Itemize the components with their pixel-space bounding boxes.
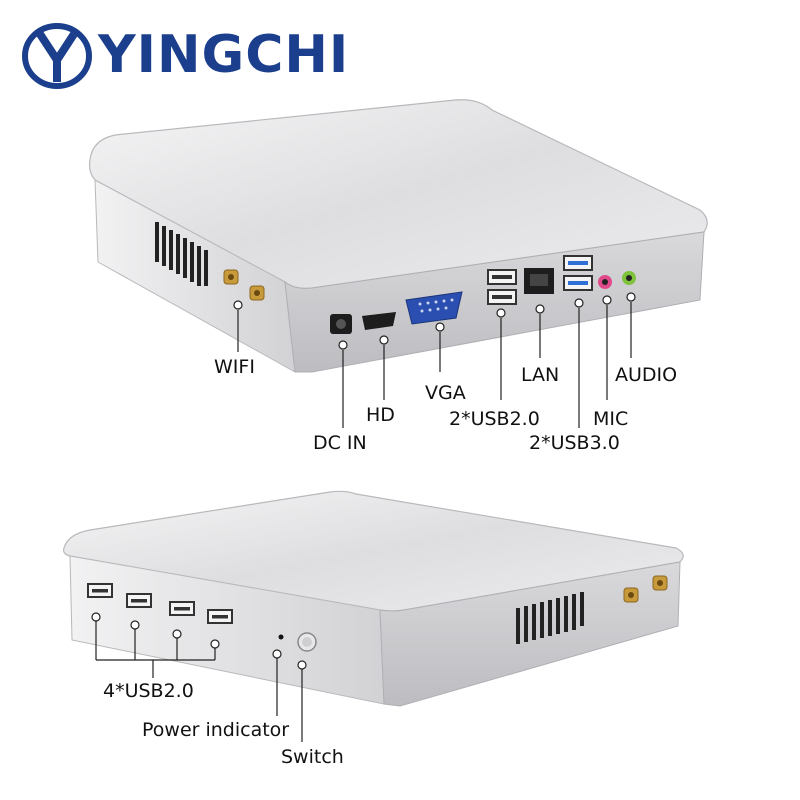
label-usb3-rear: 2*USB3.0 [529,432,620,454]
side-vent [155,222,208,286]
label-mic: MIC [593,408,629,430]
usb2-ports-rear [487,269,517,305]
label-audio: AUDIO [615,364,678,386]
callout-lines-front [91,612,307,742]
label-switch: Switch [281,746,344,768]
hdmi-port [362,312,396,330]
side-vent-right [516,592,584,644]
label-dc-in: DC IN [313,432,367,454]
label-usb2-rear: 2*USB2.0 [449,408,540,430]
label-lan: LAN [521,364,560,386]
usb3-ports-rear [563,255,593,291]
label-vga: VGA [425,382,466,404]
front-usb-ports [87,583,233,624]
power-indicator-led [278,634,284,640]
callout-lines [233,292,636,428]
label-front-usb: 4*USB2.0 [103,680,194,702]
yingchi-logo-icon [22,23,92,89]
label-hd: HD [366,404,395,426]
device-rear-view [88,99,708,428]
wifi-antenna-connectors-right [623,575,668,603]
wifi-antenna-connectors [223,269,265,301]
label-wifi: WIFI [214,356,255,378]
brand-logo: YINGCHI [20,20,349,90]
device-front-view [63,490,684,742]
brand-name: YINGCHI [98,25,350,85]
label-power-indicator: Power indicator [142,719,290,741]
vga-port [405,291,463,325]
